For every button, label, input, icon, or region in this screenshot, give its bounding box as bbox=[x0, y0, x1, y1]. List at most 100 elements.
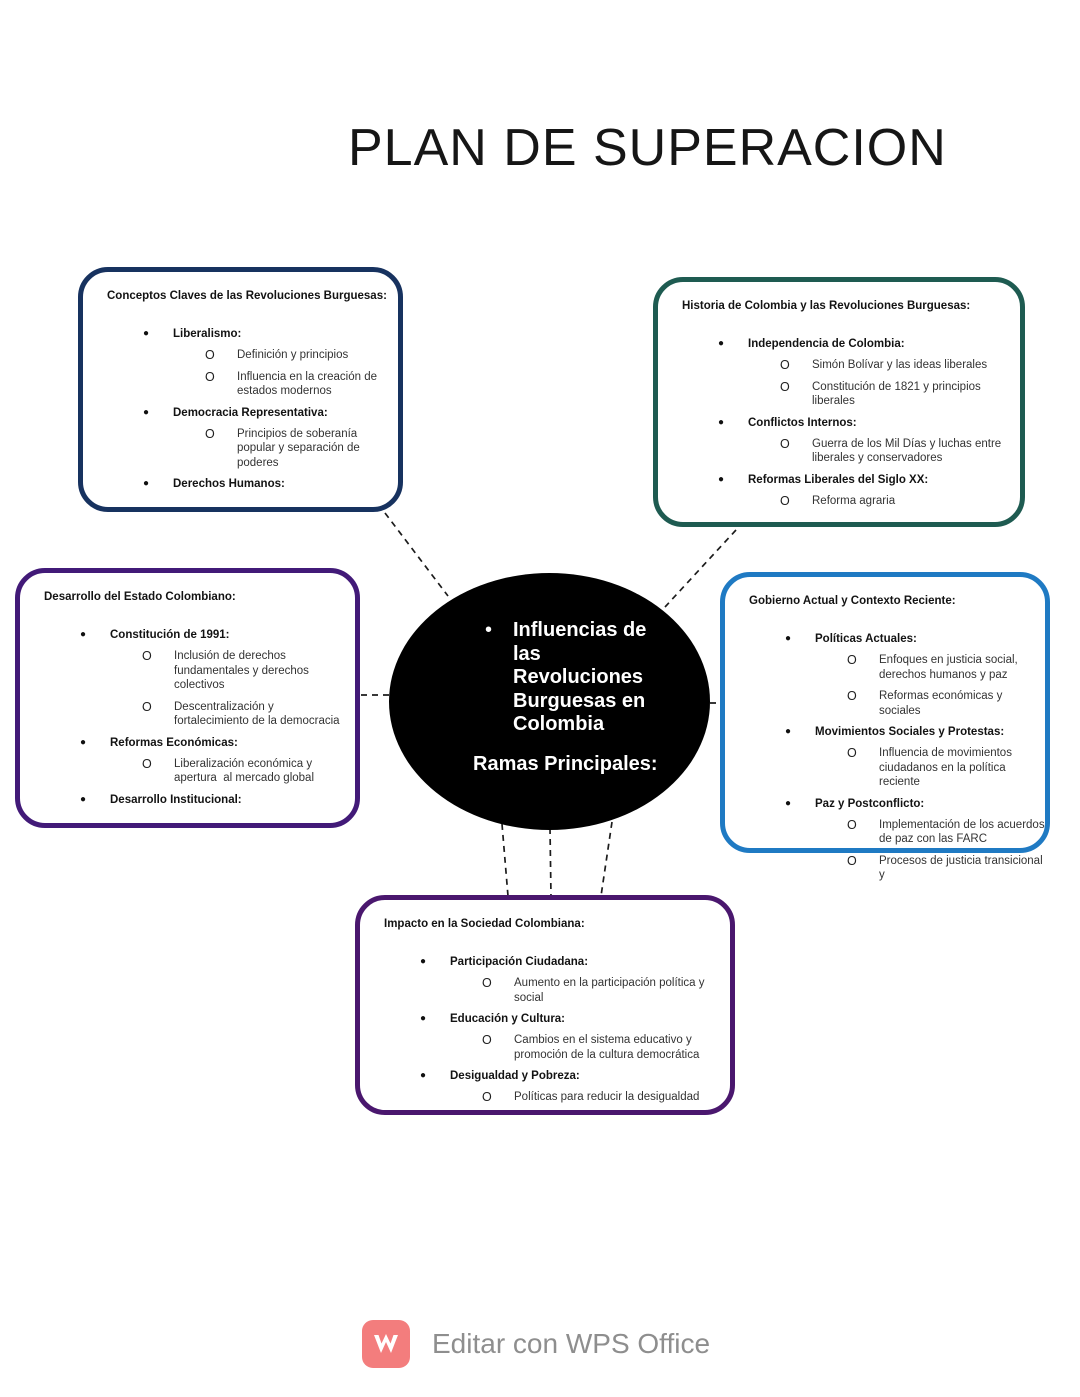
sub-item: O Políticas para reducir la desigualdad bbox=[360, 1090, 730, 1105]
sub-item: O Reforma agraria bbox=[658, 494, 1020, 509]
node-box-historia-colombia: Historia de Colombia y las Revoluciones … bbox=[653, 277, 1025, 527]
node-list: ● Políticas Actuales: O Enfoques en justici… bbox=[725, 632, 1045, 883]
item-label: Educación y Cultura: bbox=[450, 1013, 566, 1025]
bullet-icon: ● bbox=[718, 416, 725, 428]
circle-marker-icon: O bbox=[780, 379, 790, 394]
sub-item: O Aumento en la participación política y … bbox=[360, 976, 730, 1005]
list-item: ● Educación y Cultura: bbox=[360, 1012, 730, 1026]
connector-line bbox=[501, 823, 509, 897]
bullet-icon: ● bbox=[718, 338, 725, 349]
item-label: Políticas Actuales: bbox=[815, 633, 917, 645]
list-item: ● Democracia Representativa: bbox=[83, 406, 398, 420]
circle-marker-icon: O bbox=[205, 369, 215, 384]
sub-item-text: Guerra de los Mil Días y luchas entre li… bbox=[812, 437, 1002, 465]
bullet-icon: ● bbox=[785, 726, 792, 737]
list-item: ● Políticas Actuales: bbox=[725, 632, 1045, 646]
wps-w-icon bbox=[374, 1334, 398, 1353]
item-label: Constitución de 1991: bbox=[110, 629, 230, 641]
sub-item: O Descentralización y fortalecimiento de … bbox=[20, 700, 355, 729]
wps-logo-icon bbox=[362, 1320, 410, 1368]
sub-item-text: Simón Bolívar y las ideas liberales bbox=[812, 359, 988, 371]
item-label: Participación Ciudadana: bbox=[450, 956, 589, 968]
bullet-icon: ● bbox=[143, 478, 150, 489]
sub-item-text: Reforma agraria bbox=[812, 494, 896, 507]
sub-item-text: Influencia en la creación de estados mod… bbox=[237, 370, 378, 398]
bullet-icon: ● bbox=[143, 328, 150, 339]
list-item: ● Independencia de Colombia: bbox=[658, 337, 1020, 351]
sub-item-text: Liberalización económica y apertura al m… bbox=[174, 757, 314, 785]
node-title: Conceptos Claves de las Revoluciones Bur… bbox=[107, 290, 387, 302]
node-title: Desarrollo del Estado Colombiano: bbox=[44, 591, 236, 603]
circle-marker-icon: O bbox=[847, 853, 857, 868]
bullet-icon: ● bbox=[718, 473, 725, 485]
sub-item-text: Aumento en la participación política y s… bbox=[514, 977, 705, 1004]
item-label: Liberalismo: bbox=[173, 328, 242, 340]
node-list: ● Independencia de Colombia: O Simón Bolíva… bbox=[658, 337, 1020, 508]
circle-marker-icon: O bbox=[847, 653, 857, 667]
bullet-icon: ● bbox=[80, 793, 87, 805]
circle-marker-icon: O bbox=[482, 1033, 492, 1047]
bullet-icon: ● bbox=[80, 736, 87, 748]
item-label: Independencia de Colombia: bbox=[748, 338, 905, 350]
item-label: Desigualdad y Pobreza: bbox=[450, 1070, 580, 1082]
item-label: Derechos Humanos: bbox=[173, 478, 285, 490]
sub-item-text: Cambios en el sistema educativo y promoc… bbox=[514, 1034, 700, 1061]
item-label: Movimientos Sociales y Protestas: bbox=[815, 726, 1005, 738]
circle-marker-icon: O bbox=[142, 756, 152, 771]
node-list: ● Participación Ciudadana: O Aumento en la … bbox=[360, 955, 730, 1105]
circle-marker-icon: O bbox=[142, 699, 152, 714]
bullet-icon: ● bbox=[143, 406, 150, 418]
connector-line bbox=[384, 512, 449, 597]
sub-item: O Enfoques en justicia social, derechos h… bbox=[725, 653, 1045, 682]
node-title: Impacto en la Sociedad Colombiana: bbox=[384, 918, 585, 930]
sub-item: O Cambios en el sistema educativo y promo… bbox=[360, 1033, 730, 1062]
bullet-icon: ● bbox=[420, 1013, 427, 1024]
sub-item-text: Reformas económicas y sociales bbox=[879, 690, 1006, 717]
connector-line bbox=[549, 827, 552, 898]
node-box-conceptos-claves: Conceptos Claves de las Revoluciones Bur… bbox=[78, 267, 403, 512]
list-item: ● Liberalismo: bbox=[83, 327, 398, 341]
wps-footer[interactable]: Editar con WPS Office bbox=[362, 1320, 710, 1368]
center-node-subtitle: Ramas Principales: bbox=[473, 752, 658, 775]
circle-marker-icon: O bbox=[847, 817, 857, 832]
sub-item-text: Constitución de 1821 y principios libera… bbox=[812, 380, 981, 408]
list-item: ●Conflictos Internos: bbox=[658, 416, 1020, 430]
list-item: ●Paz y Postconflicto: bbox=[725, 797, 1045, 811]
item-label: Reformas Económicas: bbox=[110, 736, 238, 749]
bullet-icon: ● bbox=[420, 956, 427, 967]
center-node-text: Influencias de las Revoluciones Burguesa… bbox=[513, 619, 647, 735]
node-title: Gobierno Actual y Contexto Reciente: bbox=[749, 595, 956, 607]
list-item: ● Participación Ciudadana: bbox=[360, 955, 730, 969]
page-title: PLAN DE SUPERACION bbox=[348, 119, 947, 177]
list-item: ● Reformas Económicas: bbox=[20, 736, 355, 750]
sub-item-text: Definición y principios bbox=[237, 349, 349, 361]
node-box-impacto-sociedad: Impacto en la Sociedad Colombiana: ● Part… bbox=[355, 895, 735, 1115]
sub-item-text: Influencia de movimientos ciudadanos en … bbox=[879, 747, 1012, 788]
circle-marker-icon: O bbox=[482, 976, 492, 990]
sub-item-text: Descentralización y fortalecimiento de l… bbox=[174, 700, 340, 728]
list-item: ●Desarrollo Institucional: bbox=[20, 793, 355, 807]
bullet-icon: ● bbox=[785, 633, 792, 644]
sub-item-text: Políticas para reducir la desigualdad bbox=[514, 1091, 700, 1103]
item-label: Democracia Representativa: bbox=[173, 406, 328, 419]
item-label: Reformas Liberales del Siglo XX: bbox=[748, 473, 929, 486]
node-box-gobierno-actual: Gobierno Actual y Contexto Reciente: ● Po… bbox=[720, 572, 1050, 881]
circle-marker-icon: O bbox=[780, 493, 790, 508]
connector-line bbox=[600, 821, 613, 897]
list-item: ● Constitución de 1991: bbox=[20, 628, 355, 642]
circle-marker-icon: O bbox=[847, 689, 857, 703]
bullet-icon: ● bbox=[420, 1070, 427, 1081]
sub-item-text: Enfoques en justicia social, derechos hu… bbox=[879, 654, 1018, 681]
sub-item: O Constitución de 1821 y principios liber… bbox=[658, 380, 1020, 409]
circle-marker-icon: O bbox=[205, 348, 215, 362]
bullet-icon: ● bbox=[80, 629, 87, 640]
circle-marker-icon: O bbox=[482, 1090, 492, 1104]
center-node: • Influencias de las Revoluciones Burgue… bbox=[389, 573, 710, 830]
